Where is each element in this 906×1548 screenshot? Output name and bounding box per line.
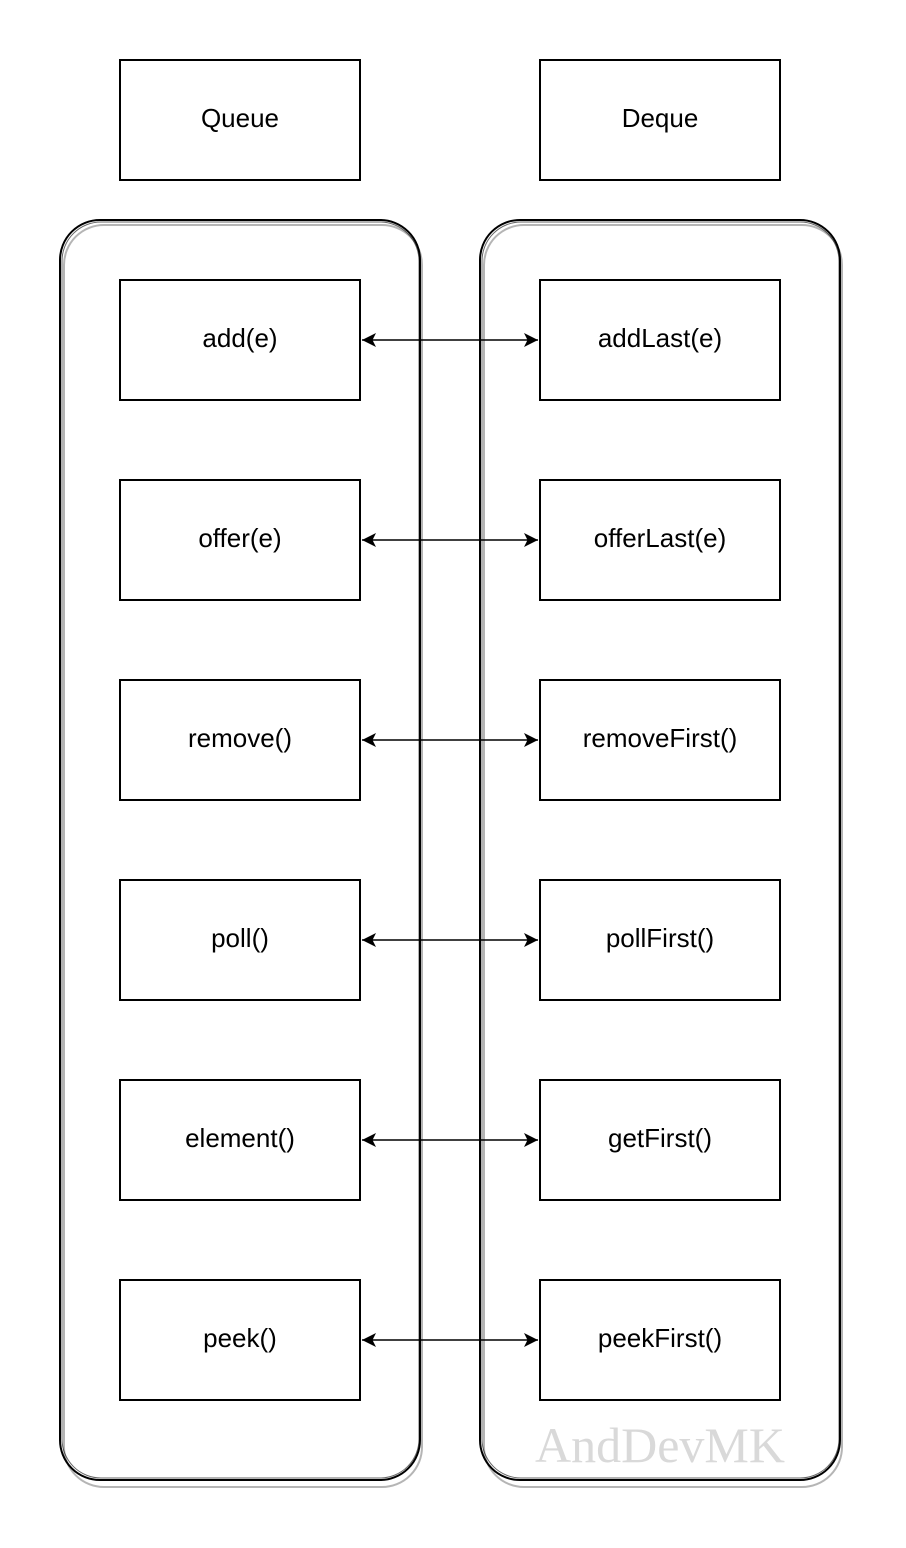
- deque-method-label: removeFirst(): [583, 723, 738, 753]
- deque-method-box: pollFirst(): [539, 879, 781, 1001]
- deque-header-box: Deque: [539, 59, 781, 181]
- deque-method-box: removeFirst(): [539, 679, 781, 801]
- deque-method-box: getFirst(): [539, 1079, 781, 1201]
- queue-method-label: remove(): [188, 723, 292, 753]
- deque-method-label: addLast(e): [598, 323, 722, 353]
- queue-method-box: peek(): [119, 1279, 361, 1401]
- deque-group-container: [479, 219, 843, 1488]
- queue-method-label: offer(e): [198, 523, 281, 553]
- queue-group-container: [59, 219, 423, 1488]
- deque-header-label: Deque: [622, 103, 699, 133]
- queue-method-box: add(e): [119, 279, 361, 401]
- queue-method-label: add(e): [202, 323, 277, 353]
- queue-method-label: element(): [185, 1123, 295, 1153]
- queue-method-box: poll(): [119, 879, 361, 1001]
- method-rows: add(e) addLast(e) offer(e) offerLast(e) remo…: [119, 279, 781, 1401]
- queue-method-box: element(): [119, 1079, 361, 1201]
- queue-method-label: peek(): [203, 1323, 277, 1353]
- deque-method-label: getFirst(): [608, 1123, 712, 1153]
- deque-method-label: offerLast(e): [594, 523, 726, 553]
- queue-method-label: poll(): [211, 923, 269, 953]
- queue-header-label: Queue: [201, 103, 279, 133]
- deque-method-label: pollFirst(): [606, 923, 714, 953]
- deque-method-box: addLast(e): [539, 279, 781, 401]
- deque-method-label: peekFirst(): [598, 1323, 722, 1353]
- queue-header-box: Queue: [119, 59, 361, 181]
- queue-method-box: remove(): [119, 679, 361, 801]
- queue-method-box: offer(e): [119, 479, 361, 601]
- deque-method-box: peekFirst(): [539, 1279, 781, 1401]
- deque-method-box: offerLast(e): [539, 479, 781, 601]
- watermark: AndDevMK: [535, 1417, 785, 1473]
